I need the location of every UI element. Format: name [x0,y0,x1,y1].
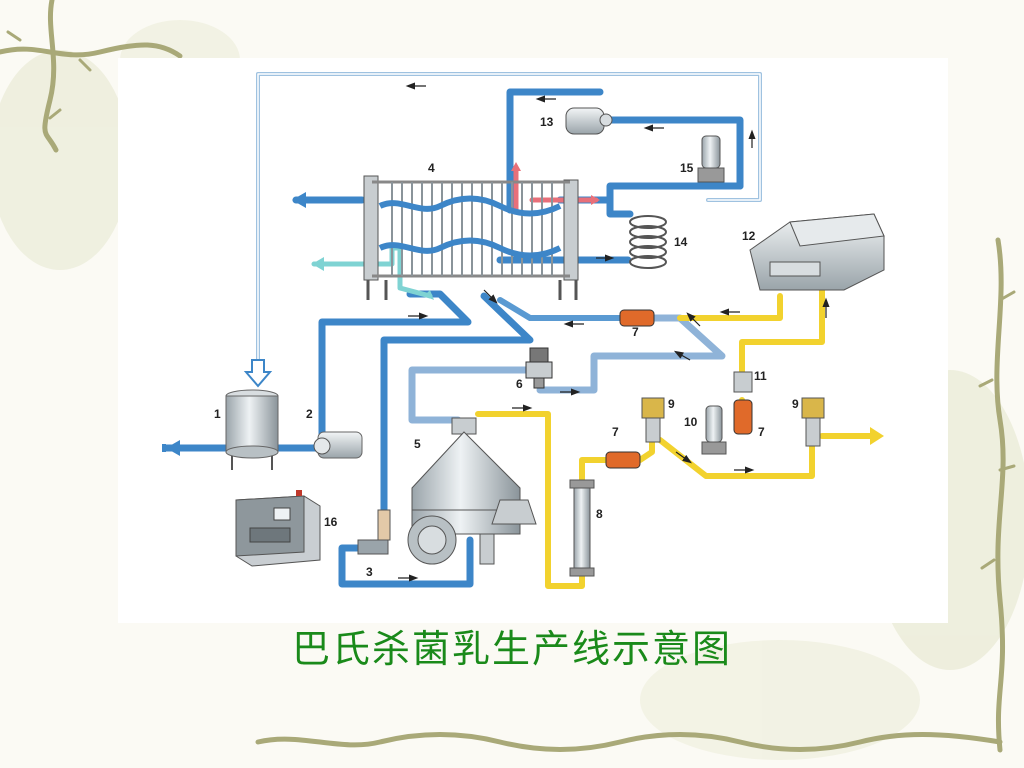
label-3: 3 [366,565,373,579]
holding-tube [629,215,667,269]
feed-pump [313,431,363,459]
label-12: 12 [742,229,756,243]
homogenizer [749,213,885,291]
flow-transmitter [605,309,753,469]
shut-off-valve [701,405,727,455]
flow-arrows [398,82,830,582]
label-15: 15 [680,161,694,175]
label-1: 1 [214,407,221,421]
regulating-valve [641,397,825,447]
cream-line [475,411,609,589]
feed-down-arrow-icon [243,359,273,388]
flow-controller [357,509,391,555]
density-transmitter [569,479,595,577]
label-9b: 9 [792,397,799,411]
booster-pump [565,107,613,135]
label-7a: 7 [632,325,639,339]
label-8: 8 [596,507,603,521]
label-4: 4 [428,161,435,175]
label-2: 2 [306,407,313,421]
check-valve [733,371,753,393]
outlet-arrow-blue-icon [292,192,306,208]
component-labels: 1 2 3 4 5 6 7 7 7 8 9 9 10 11 12 13 14 1… [214,115,799,579]
diagram-caption: 巴氏杀菌乳生产线示意图 [291,627,732,671]
separator [407,417,537,565]
flow-diversion-valve [697,135,725,183]
constant-pressure-valve [525,347,553,389]
balance-tank [225,389,279,470]
vine-border [0,0,1016,753]
hot-water-arrow-icon [511,162,600,205]
label-11: 11 [754,369,767,383]
control-panel [235,490,321,567]
product-outlet-arrow-icon [870,427,884,445]
label-16: 16 [324,515,338,529]
label-5: 5 [414,437,421,451]
label-10: 10 [684,415,698,429]
label-7c: 7 [758,425,765,439]
outlet-arrow-cyan-icon [312,257,324,271]
plate-heat-exchanger [363,175,579,300]
inlet-arrow-icon [162,440,180,456]
label-6: 6 [516,377,523,391]
cold-return-arrow-icon [424,290,434,300]
label-9a: 9 [668,397,675,411]
label-14: 14 [674,235,688,249]
label-13: 13 [540,115,554,129]
label-7b: 7 [612,425,619,439]
